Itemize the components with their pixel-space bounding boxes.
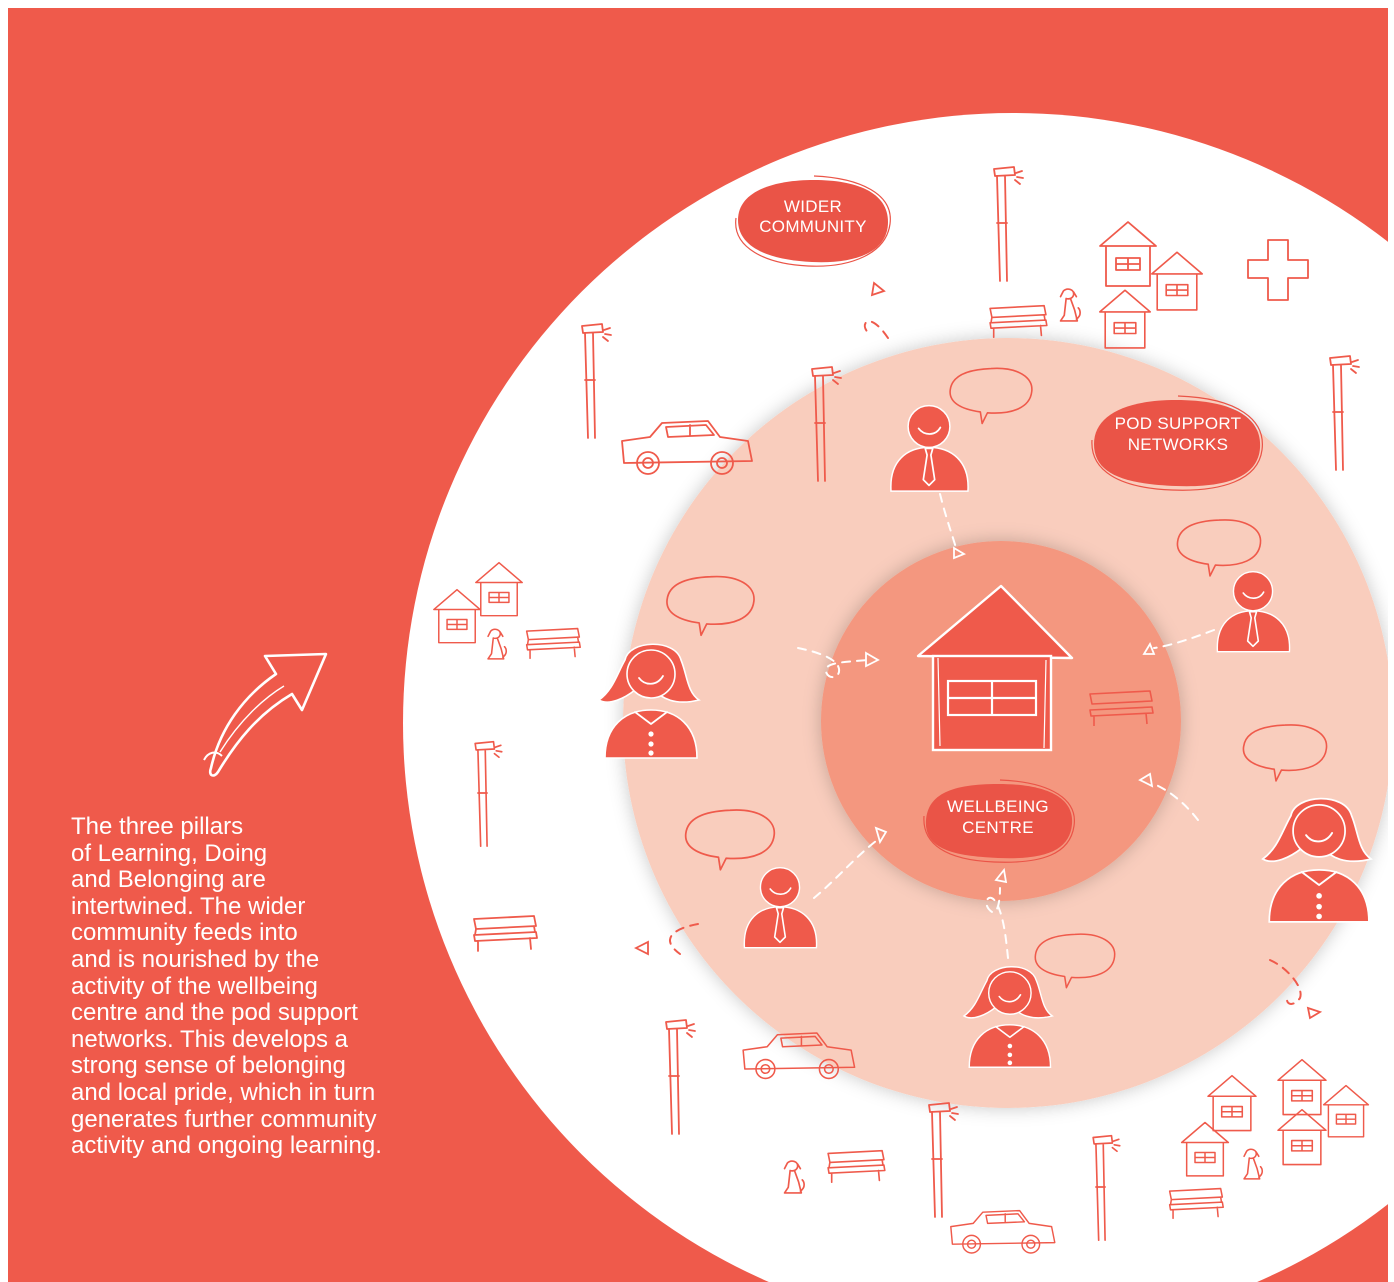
description-line: activity and ongoing learning.: [71, 1132, 382, 1160]
description-line: The three pillars: [71, 813, 244, 840]
description-line: and Belonging are: [71, 866, 266, 894]
community-diagram: WIDER COMMUNITY POD SUPPORT NETWORKS WEL…: [203, 113, 1388, 1282]
dashed-arrow-icon: [1269, 959, 1323, 1020]
description-line: centre and the pod support: [71, 999, 358, 1027]
description-line: activity of the wellbeing: [71, 972, 318, 1000]
dashed-arrow-icon: [633, 923, 699, 956]
medical-cross-icon: [1247, 239, 1309, 301]
pod-support-line-1: POD SUPPORT: [1115, 414, 1242, 433]
dashed-arrow-icon: [813, 826, 888, 899]
pod-support-line-2: NETWORKS: [1128, 435, 1229, 454]
dashed-arrow-icon: [1142, 629, 1215, 655]
wider-community-line-1: WIDER: [784, 197, 842, 216]
description-line: and is nourished by the: [71, 945, 320, 973]
bench-icon: [1089, 690, 1154, 726]
wellbeing-centre-line-1: WELLBEING: [947, 797, 1049, 816]
label-pod-support-networks: POD SUPPORT NETWORKS: [1091, 395, 1263, 491]
dashed-arrow-icon: [1138, 772, 1199, 821]
dashed-arrow-icon: [985, 867, 1009, 959]
wellbeing-centre-house-icon: [916, 584, 1074, 752]
description-line: community feeds into: [71, 919, 298, 947]
description-text: The three pillars of Learning, Doing and…: [71, 813, 451, 1160]
description-line: intertwined. The wider: [71, 892, 306, 920]
label-wellbeing-centre: WELLBEING CENTRE: [923, 779, 1075, 863]
dashed-arrow-icon: [863, 281, 889, 339]
wider-community-line-2: COMMUNITY: [759, 217, 867, 236]
diagram-panel: WIDER COMMUNITY POD SUPPORT NETWORKS WEL…: [8, 8, 1388, 1282]
dashed-arrow-icon: [797, 647, 880, 679]
description-line: of Learning, Doing: [71, 839, 268, 867]
description-line: networks. This develops a: [71, 1025, 349, 1053]
description-line: and local pride, which in turn: [71, 1078, 376, 1106]
curved-arrow-icon: [203, 652, 328, 777]
description-line: generates further community: [71, 1105, 377, 1133]
description-line: strong sense of belonging: [71, 1052, 346, 1080]
dashed-arrow-icon: [939, 493, 967, 560]
label-wider-community: WIDER COMMUNITY: [735, 175, 891, 267]
wellbeing-centre-line-2: CENTRE: [962, 818, 1034, 837]
